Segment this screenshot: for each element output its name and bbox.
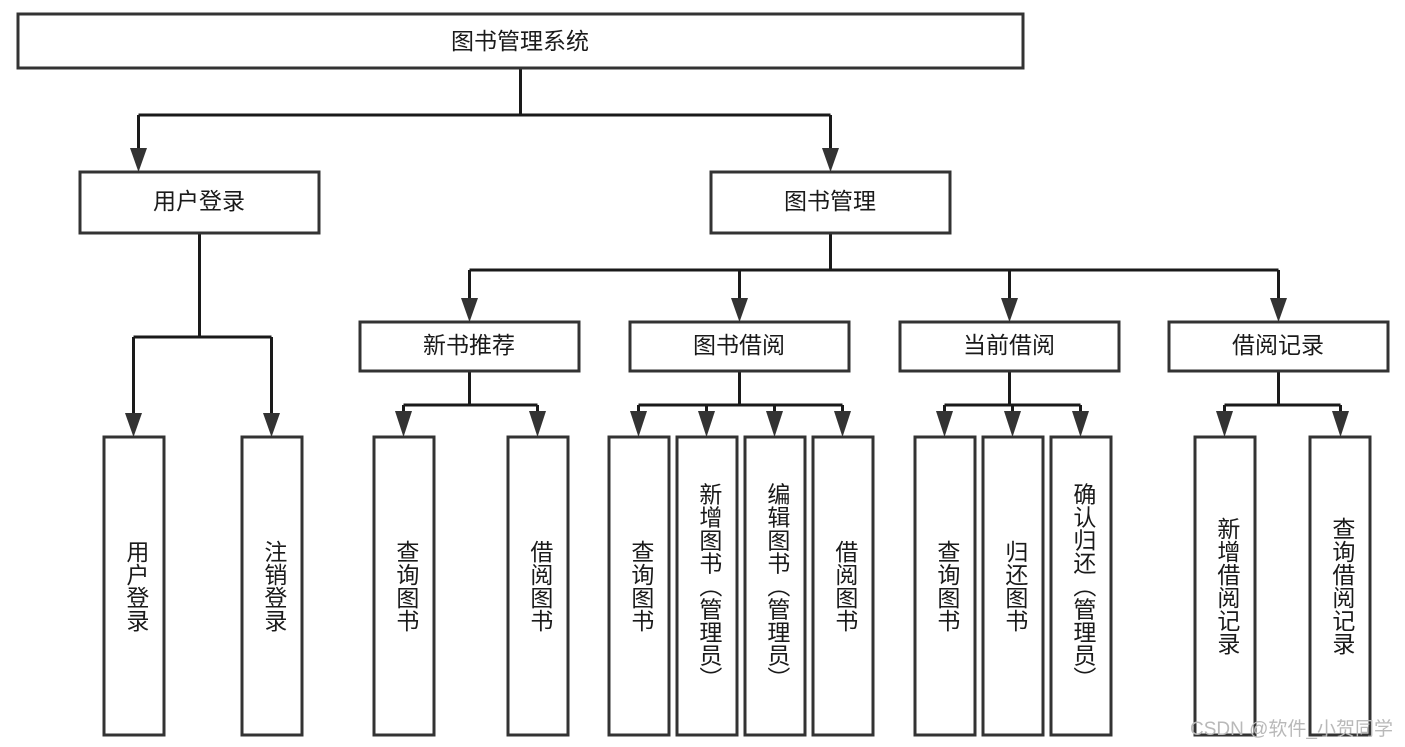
node-borrow-record[interactable]: 借阅记录 bbox=[1167, 320, 1390, 373]
node-leaf-borrow-book-2[interactable]: 借阅图书 bbox=[811, 435, 875, 737]
node-current-borrow-label: 当前借阅 bbox=[963, 332, 1055, 358]
node-leaf-user-login[interactable]: 用户登录 bbox=[102, 435, 166, 737]
node-leaf-logout-login-label: 注销登录 bbox=[261, 540, 288, 632]
arrowhead-leaf-confirm-return bbox=[1072, 411, 1089, 437]
node-new-book-recommend-box[interactable] bbox=[358, 320, 581, 373]
node-leaf-query-book-1-label: 查询图书 bbox=[393, 540, 420, 632]
node-new-book-recommend-label: 新书推荐 bbox=[423, 332, 515, 358]
node-leaf-query-book-2-box[interactable] bbox=[607, 435, 671, 737]
node-user-login[interactable]: 用户登录 bbox=[78, 170, 321, 235]
arrowhead-leaf-query-book-2 bbox=[630, 411, 647, 437]
node-leaf-add-book-label: 新增图书（管理员） bbox=[696, 483, 723, 690]
node-leaf-query-book-3[interactable]: 查询图书 bbox=[913, 435, 977, 737]
node-leaf-logout-login-box[interactable] bbox=[240, 435, 304, 737]
node-leaf-confirm-return[interactable]: 确认归还（管理员） bbox=[1049, 435, 1113, 737]
node-leaf-borrow-book-1-box[interactable] bbox=[506, 435, 570, 737]
node-leaf-borrow-book-2-box[interactable] bbox=[811, 435, 875, 737]
arrowhead-new-book-recommend bbox=[461, 298, 478, 322]
node-leaf-query-record[interactable]: 查询借阅记录 bbox=[1308, 435, 1372, 737]
node-book-borrow-label: 图书借阅 bbox=[693, 332, 785, 358]
node-leaf-add-book[interactable]: 新增图书（管理员） bbox=[675, 435, 739, 737]
node-leaf-user-login-box[interactable] bbox=[102, 435, 166, 737]
node-leaf-query-book-3-box[interactable] bbox=[913, 435, 977, 737]
node-book-borrow[interactable]: 图书借阅 bbox=[628, 320, 851, 373]
node-leaf-query-book-1[interactable]: 查询图书 bbox=[372, 435, 436, 737]
arrowhead-borrow-record bbox=[1270, 298, 1287, 322]
arrowhead-leaf-add-book bbox=[698, 411, 715, 437]
arrowhead-leaf-borrow-book-2 bbox=[834, 411, 851, 437]
node-leaf-query-book-3-label: 查询图书 bbox=[934, 540, 961, 632]
arrowhead-leaf-query-book-1 bbox=[395, 411, 412, 437]
node-current-borrow[interactable]: 当前借阅 bbox=[898, 320, 1121, 373]
node-leaf-return-book[interactable]: 归还图书 bbox=[981, 435, 1045, 737]
node-user-login-box[interactable] bbox=[78, 170, 321, 235]
arrowhead-leaf-query-book-3 bbox=[936, 411, 953, 437]
node-leaf-query-record-label: 查询借阅记录 bbox=[1329, 517, 1356, 655]
node-leaf-query-book-2-label: 查询图书 bbox=[628, 540, 655, 632]
edges-layer bbox=[125, 68, 1349, 437]
arrowhead-leaf-borrow-book-1 bbox=[529, 411, 546, 437]
node-leaf-logout-login[interactable]: 注销登录 bbox=[240, 435, 304, 737]
node-root-label: 图书管理系统 bbox=[451, 28, 589, 54]
node-root-box[interactable] bbox=[16, 12, 1025, 70]
node-book-management-label: 图书管理 bbox=[784, 188, 876, 214]
node-leaf-edit-book-box[interactable] bbox=[743, 435, 807, 737]
node-root[interactable]: 图书管理系统 bbox=[16, 12, 1025, 70]
node-book-management[interactable]: 图书管理 bbox=[709, 170, 952, 235]
node-leaf-query-book-1-box[interactable] bbox=[372, 435, 436, 737]
node-current-borrow-box[interactable] bbox=[898, 320, 1121, 373]
arrowhead-current-borrow bbox=[1001, 298, 1018, 322]
node-leaf-user-login-label: 用户登录 bbox=[123, 540, 150, 632]
node-borrow-record-box[interactable] bbox=[1167, 320, 1390, 373]
node-leaf-confirm-return-box[interactable] bbox=[1049, 435, 1113, 737]
node-leaf-borrow-book-1[interactable]: 借阅图书 bbox=[506, 435, 570, 737]
arrowhead-leaf-add-record bbox=[1216, 411, 1233, 437]
node-user-login-label: 用户登录 bbox=[153, 188, 245, 214]
node-leaf-add-record-label: 新增借阅记录 bbox=[1214, 517, 1241, 655]
node-book-management-box[interactable] bbox=[709, 170, 952, 235]
csdn-watermark: CSDN @软件_小贺同学 bbox=[1190, 718, 1393, 740]
arrowhead-leaf-query-record bbox=[1332, 411, 1349, 437]
node-leaf-borrow-book-2-label: 借阅图书 bbox=[832, 540, 859, 632]
node-leaf-confirm-return-label: 确认归还（管理员） bbox=[1070, 483, 1097, 690]
node-new-book-recommend[interactable]: 新书推荐 bbox=[358, 320, 581, 373]
node-leaf-return-book-label: 归还图书 bbox=[1002, 540, 1029, 632]
node-leaf-borrow-book-1-label: 借阅图书 bbox=[527, 540, 554, 632]
arrowhead-leaf-logout-login bbox=[263, 413, 280, 437]
node-borrow-record-label: 借阅记录 bbox=[1232, 332, 1324, 358]
node-leaf-edit-book-label: 编辑图书（管理员） bbox=[764, 483, 791, 690]
node-leaf-edit-book[interactable]: 编辑图书（管理员） bbox=[743, 435, 807, 737]
arrowhead-book-management bbox=[822, 148, 839, 172]
node-book-borrow-box[interactable] bbox=[628, 320, 851, 373]
node-leaf-query-book-2[interactable]: 查询图书 bbox=[607, 435, 671, 737]
arrowhead-book-borrow bbox=[731, 298, 748, 322]
node-leaf-query-record-box[interactable] bbox=[1308, 435, 1372, 737]
arrowhead-leaf-return-book bbox=[1004, 411, 1021, 437]
node-leaf-add-book-box[interactable] bbox=[675, 435, 739, 737]
node-leaf-add-record-box[interactable] bbox=[1193, 435, 1257, 737]
node-leaf-add-record[interactable]: 新增借阅记录 bbox=[1193, 435, 1257, 737]
arrowhead-user-login bbox=[130, 148, 147, 172]
node-leaf-return-book-box[interactable] bbox=[981, 435, 1045, 737]
arrowhead-leaf-edit-book bbox=[766, 411, 783, 437]
arrowhead-leaf-user-login bbox=[125, 413, 142, 437]
